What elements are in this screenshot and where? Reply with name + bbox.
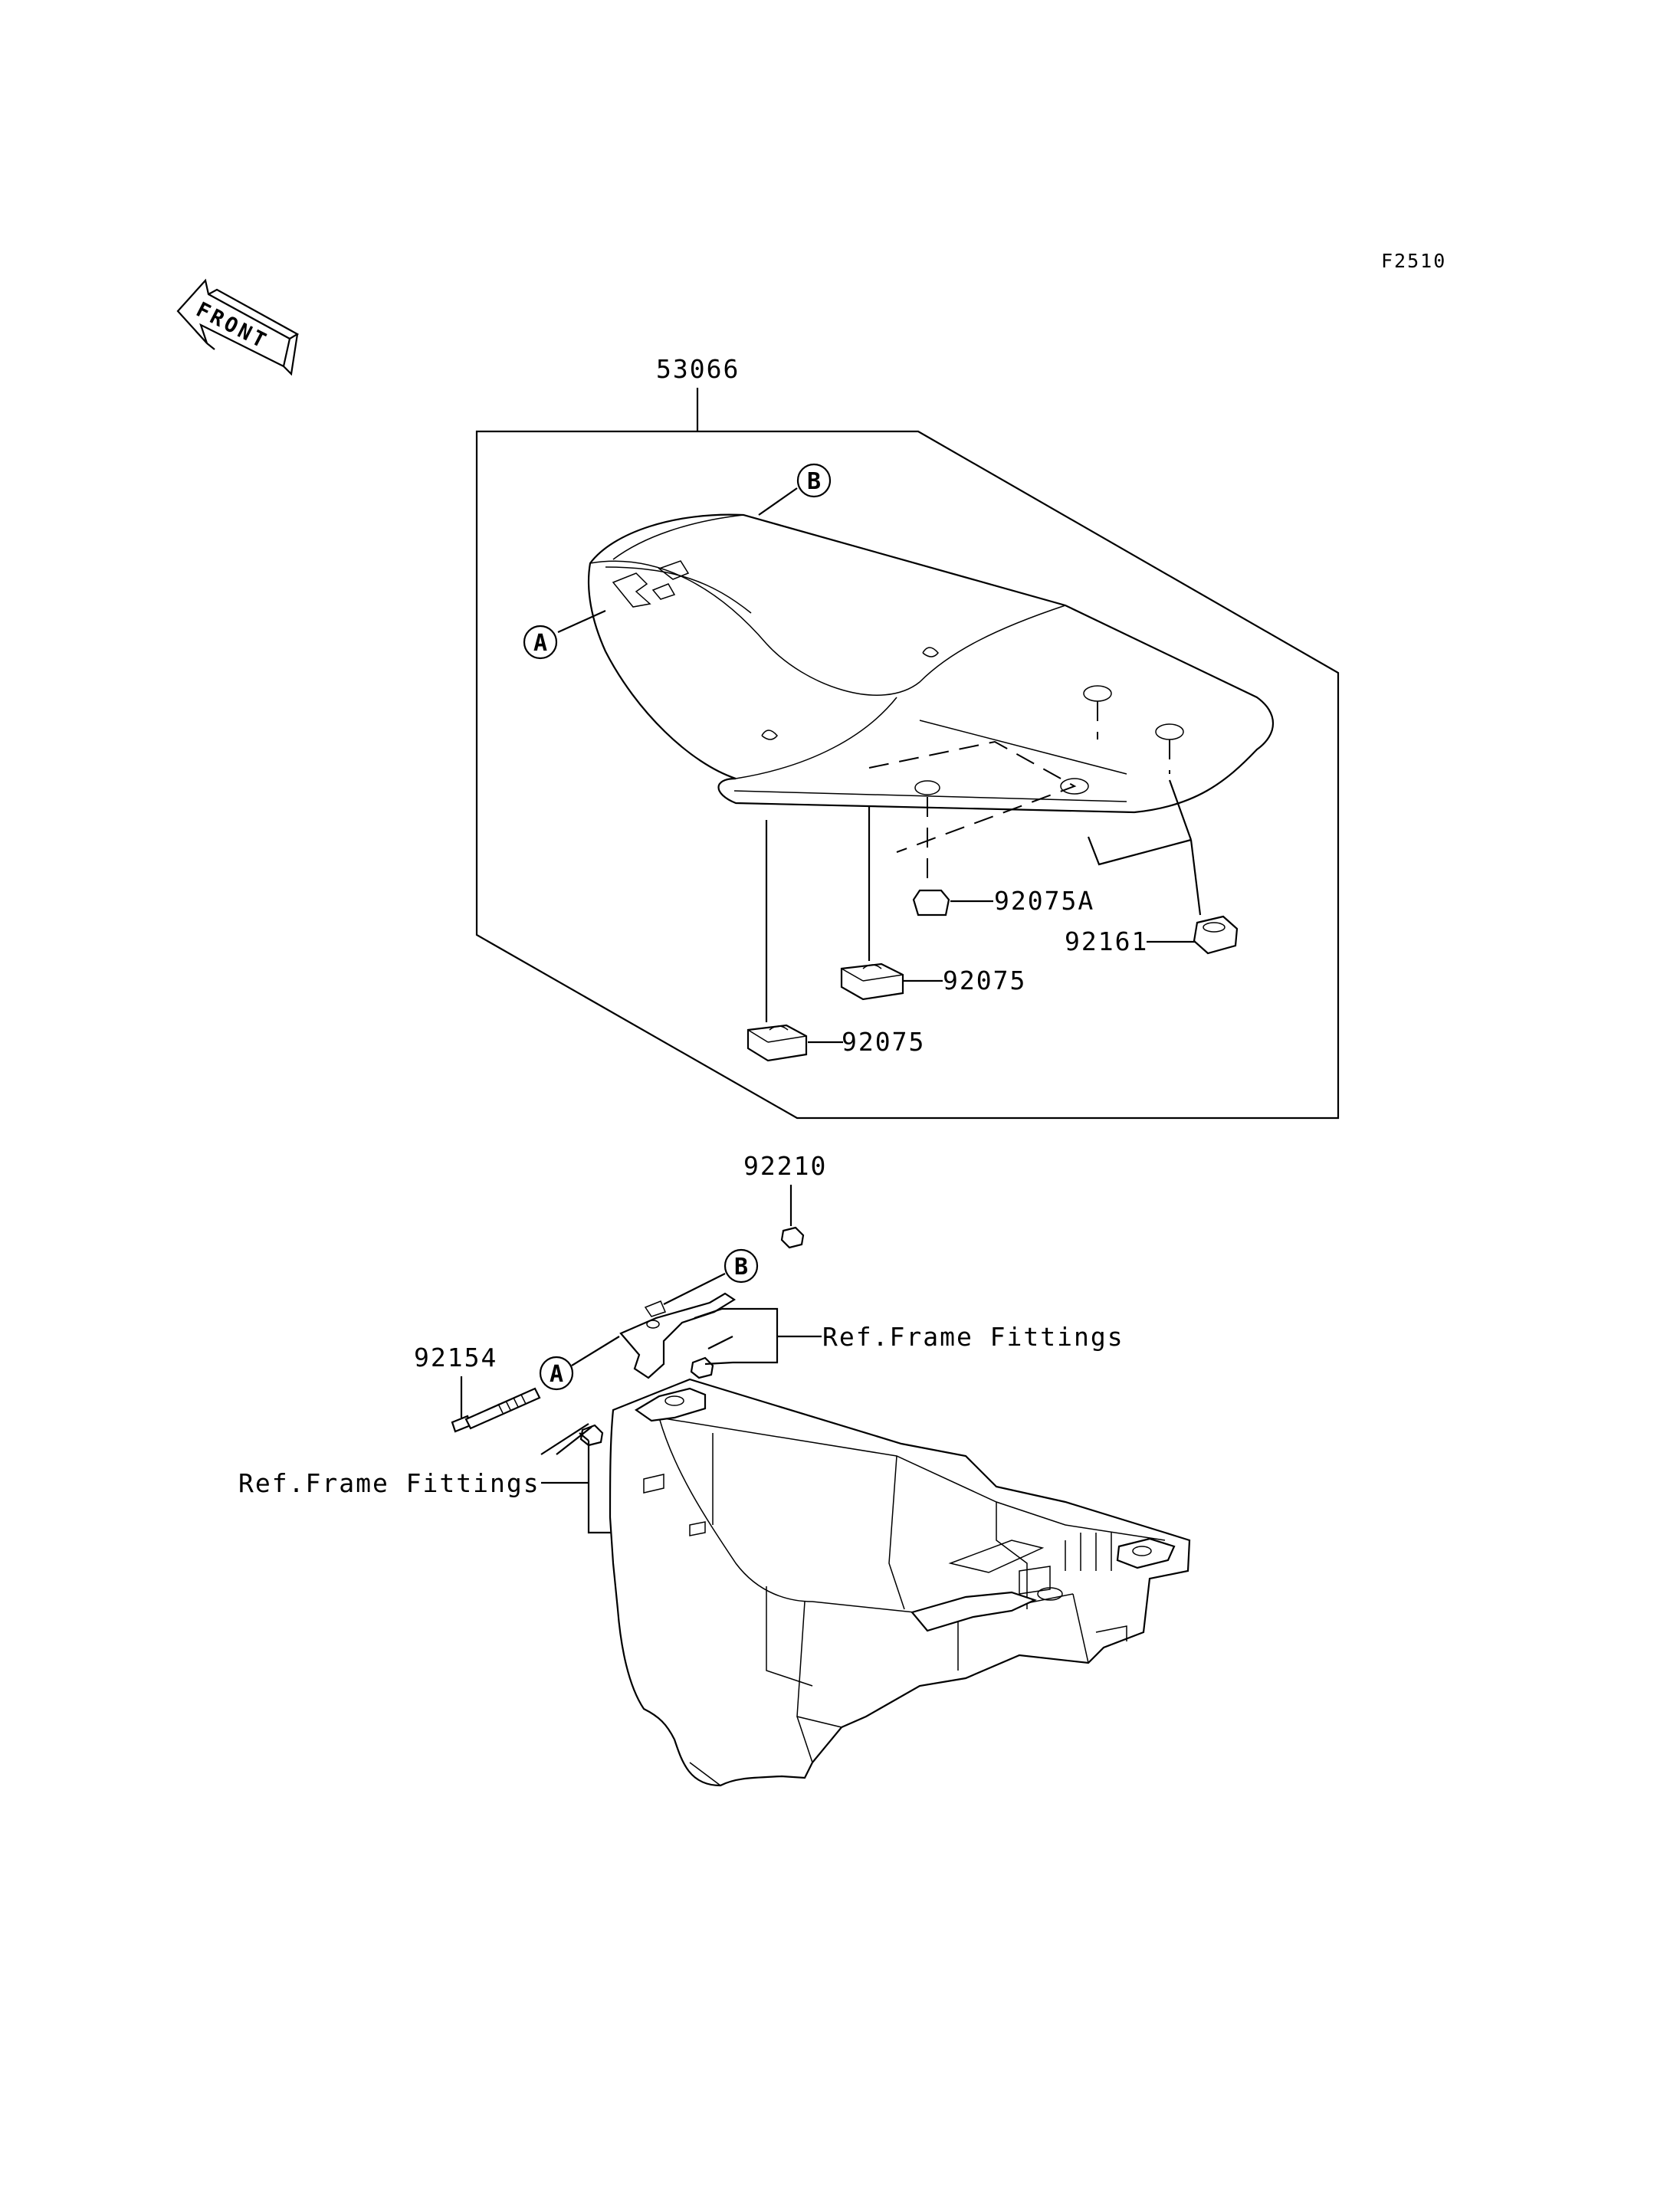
callout-a-upper: A (523, 609, 606, 660)
callout-b-upper-label: B (807, 468, 821, 495)
callout-b-upper: B (758, 463, 832, 516)
part-92154: 92154 (414, 1343, 541, 1433)
part-label-92154: 92154 (414, 1343, 497, 1372)
ref-frame-fittings-right-label: Ref.Frame Fittings (822, 1322, 1124, 1352)
part-92075-lower: 92075 (746, 820, 925, 1062)
ref-frame-fittings-left-label: Ref.Frame Fittings (238, 1468, 540, 1498)
part-92075a: 92075A (912, 797, 1094, 917)
part-label-92210: 92210 (743, 1151, 827, 1181)
part-label-53066: 53066 (656, 354, 740, 384)
callout-a-lower-label: A (550, 1361, 563, 1388)
seat-storage-compartment (609, 1378, 1191, 1787)
figure-code: F2510 (1381, 250, 1446, 272)
part-92075-upper: 92075 (840, 806, 1026, 1001)
part-label-92075-upper: 92075 (943, 966, 1026, 995)
part-label-92161: 92161 (1065, 926, 1148, 956)
callout-b-lower-label: B (734, 1254, 748, 1280)
part-label-92075a: 92075A (994, 886, 1094, 916)
front-arrow-icon: FRONT (176, 278, 300, 376)
ref-frame-fittings-right: Ref.Frame Fittings (694, 1307, 1124, 1366)
ref-frame-fittings-left: Ref.Frame Fittings (238, 1423, 650, 1534)
part-92161: 92161 (1065, 779, 1239, 956)
seat (587, 513, 1275, 853)
part-92210: 92210 (743, 1151, 827, 1249)
seat-mount-holes (761, 647, 1184, 795)
seat-assembly-frame (475, 430, 1340, 1120)
seat-latch-bracket (619, 1292, 737, 1379)
callout-a-lower: A (539, 1336, 620, 1391)
callout-b-lower: B (663, 1248, 759, 1305)
part-label-92075-lower: 92075 (842, 1027, 925, 1057)
callout-a-upper-label: A (533, 630, 547, 657)
